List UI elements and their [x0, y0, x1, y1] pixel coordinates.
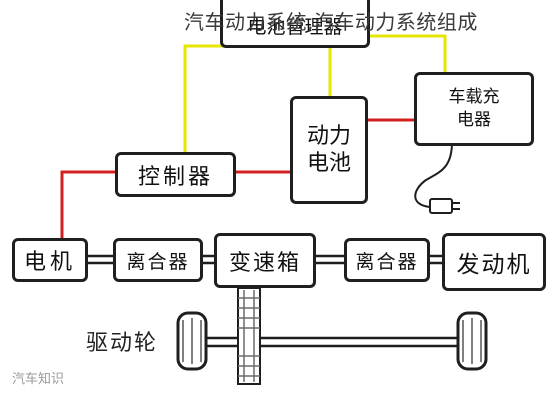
motor-box: 电机 [12, 238, 88, 282]
right-clutch-label: 离合器 [355, 250, 419, 273]
battery-box: 动力 电池 [290, 96, 368, 204]
signal-line-controller-top [183, 44, 240, 152]
shaft-clutch-engine [428, 254, 444, 265]
battery-label: 动力 电池 [306, 123, 351, 177]
left-clutch-label: 离合器 [126, 250, 190, 273]
right-clutch-box: 离合器 [344, 238, 430, 282]
shaft-gearbox-clutch [314, 254, 346, 265]
left-wheel-icon [176, 311, 208, 371]
shaft-clutch-gearbox [202, 254, 216, 265]
battery-manager-box: 电池管理器 [220, 0, 370, 48]
watermark: 汽车知识 [12, 372, 65, 387]
signal-line-top-charger [370, 34, 447, 72]
charging-cable [414, 141, 453, 208]
power-line-controller-motor [60, 170, 116, 238]
gearbox-box: 变速箱 [214, 233, 316, 288]
left-clutch-box: 离合器 [113, 238, 203, 282]
charger-label: 车载充 电器 [448, 87, 500, 130]
output-gear-icon [237, 287, 261, 385]
controller-box: 控制器 [115, 152, 236, 197]
engine-box: 发动机 [442, 233, 546, 291]
right-wheel-icon [456, 311, 488, 371]
engine-label: 发动机 [456, 252, 532, 278]
overlay-title: 汽车动力系统,汽车动力系统组成 [184, 10, 478, 34]
drive-wheel-label: 驱动轮 [86, 331, 159, 356]
gearbox-label: 变速箱 [228, 250, 301, 276]
motor-label: 电机 [23, 250, 76, 275]
controller-label: 控制器 [137, 164, 213, 190]
charging-plug-icon [429, 198, 460, 214]
battery-manager-label: 电池管理器 [247, 16, 343, 38]
charger-box: 车载充 电器 [414, 72, 534, 146]
shaft-motor-clutch [88, 254, 114, 265]
